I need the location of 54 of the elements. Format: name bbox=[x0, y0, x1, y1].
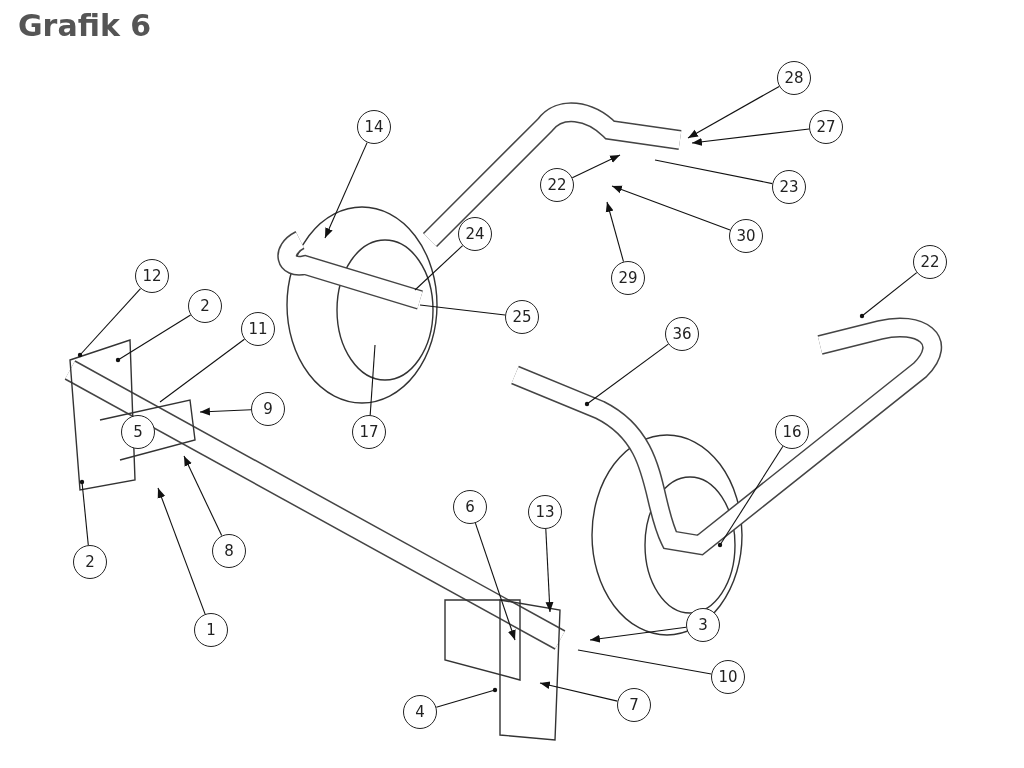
leader-line bbox=[157, 487, 206, 615]
leader-line bbox=[159, 338, 245, 403]
leader-line bbox=[654, 159, 773, 185]
callout-number: 29 bbox=[611, 261, 645, 295]
leader-line bbox=[717, 445, 784, 548]
callout-number: 25 bbox=[505, 300, 539, 334]
callout-number: 6 bbox=[453, 490, 487, 524]
callout-number: 1 bbox=[194, 613, 228, 647]
callout-number: 3 bbox=[686, 608, 720, 642]
leader-line bbox=[324, 142, 368, 239]
callout-number: 17 bbox=[352, 415, 386, 449]
leader-line bbox=[199, 407, 252, 416]
leader-line bbox=[115, 314, 192, 363]
leader-line bbox=[474, 522, 516, 641]
callout-number: 14 bbox=[357, 110, 391, 144]
callout-number: 10 bbox=[711, 660, 745, 694]
callout-number: 13 bbox=[528, 495, 562, 529]
leader-line bbox=[611, 185, 731, 231]
leader-line bbox=[77, 288, 142, 358]
callout-number: 11 bbox=[241, 312, 275, 346]
diagram-title: Grafik 6 bbox=[18, 8, 152, 43]
leader-line bbox=[539, 681, 618, 702]
callout-number: 7 bbox=[617, 688, 651, 722]
leader-line bbox=[584, 343, 669, 407]
callout-number: 4 bbox=[403, 695, 437, 729]
leader-line bbox=[414, 245, 464, 291]
callout-number: 28 bbox=[777, 61, 811, 95]
callout-number: 30 bbox=[729, 219, 763, 253]
leader-line bbox=[859, 272, 918, 319]
callout-number: 23 bbox=[772, 170, 806, 204]
leader-line bbox=[79, 479, 89, 546]
callout-number: 27 bbox=[809, 110, 843, 144]
leader-line bbox=[369, 344, 376, 416]
leader-line bbox=[545, 528, 554, 613]
leader-line bbox=[577, 649, 712, 675]
callout-number: 36 bbox=[665, 317, 699, 351]
callout-number: 2 bbox=[188, 289, 222, 323]
callout-number: 24 bbox=[458, 217, 492, 251]
leader-line bbox=[605, 201, 625, 263]
callout-number: 12 bbox=[135, 259, 169, 293]
callout-number: 5 bbox=[121, 415, 155, 449]
leader-line bbox=[419, 304, 506, 316]
leader-line bbox=[691, 128, 810, 146]
leader-line bbox=[589, 626, 687, 643]
leader-line bbox=[687, 85, 780, 139]
callout-number: 2 bbox=[73, 545, 107, 579]
callout-number: 16 bbox=[775, 415, 809, 449]
callout-number: 22 bbox=[913, 245, 947, 279]
leader-line bbox=[183, 455, 223, 537]
leader-line bbox=[435, 687, 498, 708]
callout-number: 8 bbox=[212, 534, 246, 568]
callout-number: 9 bbox=[251, 392, 285, 426]
callout-number: 22 bbox=[540, 168, 574, 202]
leader-line bbox=[571, 154, 621, 179]
